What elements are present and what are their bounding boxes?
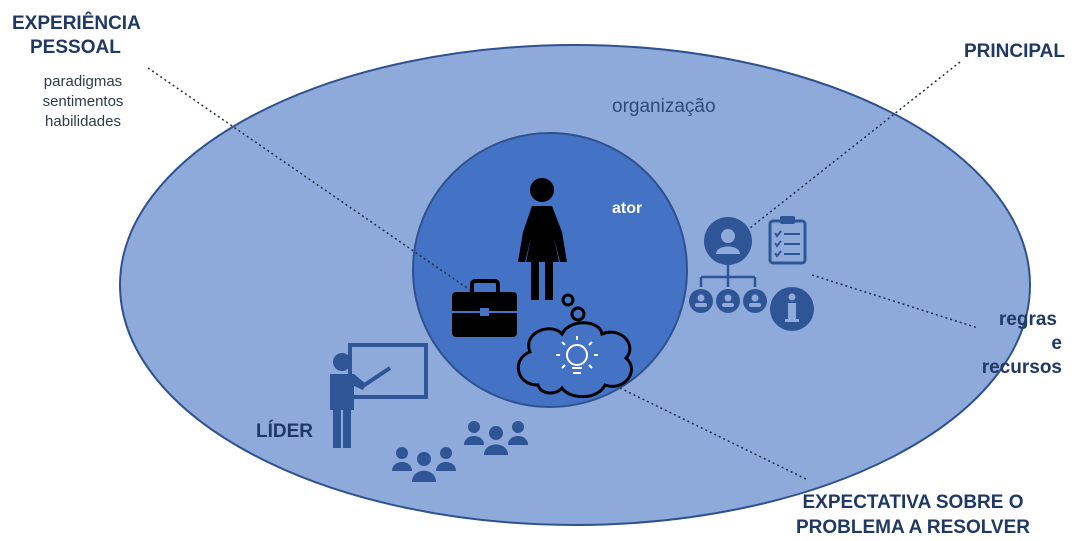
teacher-icon	[330, 343, 428, 448]
experiencia-line2: PESSOAL	[30, 37, 121, 58]
woman-icon	[518, 178, 567, 300]
regras-line2: e recursos	[981, 333, 1062, 378]
info-icon	[770, 287, 814, 331]
principal-label: PRINCIPAL	[964, 41, 1065, 62]
org-chart-icon	[689, 217, 767, 313]
group-icon	[464, 421, 528, 455]
experiencia-title: EXPERIÊNCIA PESSOAL	[12, 12, 141, 60]
regras-line1: regras	[998, 309, 1057, 330]
experiencia-item: paradigmas	[43, 73, 123, 90]
lightbulb-icon	[556, 336, 598, 374]
expectativa-line1: EXPECTATIVA SOBRE O	[802, 492, 1024, 513]
ator-label: ator	[612, 200, 643, 217]
expectativa-line2: PROBLEMA A RESOLVER	[796, 517, 1030, 538]
thought-cloud-icon	[516, 293, 633, 399]
briefcase-icon	[452, 279, 517, 337]
expectativa-label: EXPECTATIVA SOBRE O PROBLEMA A RESOLVER	[788, 490, 1038, 540]
group-icon	[392, 447, 456, 482]
lider-label: LÍDER	[256, 421, 313, 442]
organizacao-label: organização	[612, 96, 716, 117]
experiencia-item: habilidades	[45, 113, 121, 130]
clipboard-icon	[768, 216, 807, 265]
regras-label: regras e recursos	[972, 308, 1062, 380]
experiencia-line1: EXPERIÊNCIA	[12, 13, 141, 34]
connector-experiencia	[147, 67, 471, 291]
connector-regras	[811, 274, 979, 329]
connector-principal	[744, 61, 961, 233]
experiencia-items: paradigmas sentimentos habilidades	[18, 72, 148, 132]
experiencia-item: sentimentos	[42, 93, 124, 110]
